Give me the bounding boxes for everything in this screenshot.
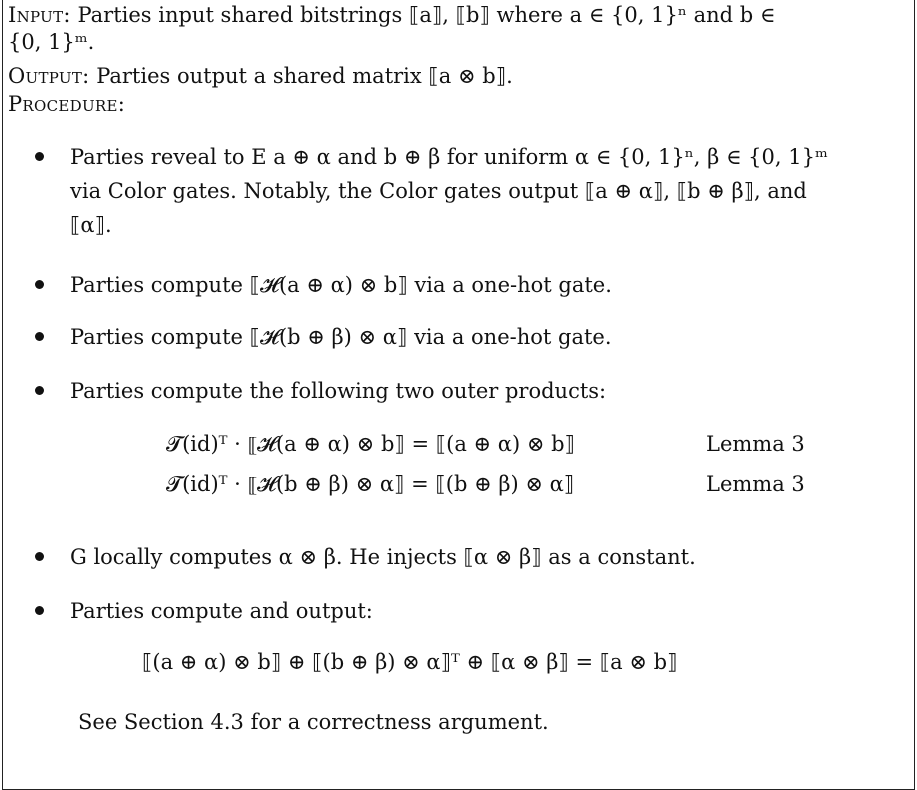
step-5: G locally computes α ⊗ β. He injects ⟦α … — [35, 540, 895, 574]
step-1: Parties reveal to E a ⊕ α and b ⊕ β for … — [35, 140, 895, 250]
step-4: Parties compute the following two outer … — [35, 374, 895, 408]
bullet-icon — [35, 606, 44, 615]
step-2-line-1: Parties compute ⟦𝓗(a ⊕ α) ⊗ b⟧ via a one… — [70, 273, 612, 297]
step-1-line-2: via Color gates. Notably, the Color gate… — [70, 179, 807, 203]
input-line: Input: Parties input shared bitstrings ⟦… — [8, 2, 775, 28]
step-2: Parties compute ⟦𝓗(a ⊕ α) ⊗ b⟧ via a one… — [35, 268, 895, 302]
bullet-icon — [35, 386, 44, 395]
input-text-1: Parties input shared bitstrings ⟦a⟧, ⟦b⟧… — [70, 3, 776, 27]
equation-2: 𝓣(id)ᵀ · ⟦𝓗(b ⊕ β) ⊗ α⟧ = ⟦(b ⊕ β) ⊗ α⟧ — [166, 472, 575, 496]
procedure-line: Procedure: — [8, 91, 125, 117]
procedure-label: Procedure: — [8, 92, 126, 116]
equation-1: 𝓣(id)ᵀ · ⟦𝓗(a ⊕ α) ⊗ b⟧ = ⟦(a ⊕ α) ⊗ b⟧ — [166, 432, 575, 456]
step-3: Parties compute ⟦𝓗(b ⊕ β) ⊗ α⟧ via a one… — [35, 320, 895, 354]
equation-2-ref: Lemma 3 — [706, 472, 805, 496]
step-5-line-1: G locally computes α ⊗ β. He injects ⟦α … — [70, 545, 696, 569]
bullet-icon — [35, 280, 44, 289]
bullet-icon — [35, 152, 44, 161]
footer-note: See Section 4.3 for a correctness argume… — [78, 710, 549, 734]
step-6: Parties compute and output: — [35, 594, 895, 628]
bullet-icon — [35, 332, 44, 341]
input-label: Input: — [8, 3, 71, 27]
final-equation: ⟦(a ⊕ α) ⊗ b⟧ ⊕ ⟦(b ⊕ β) ⊗ α⟧ᵀ ⊕ ⟦α ⊗ β⟧… — [142, 650, 678, 674]
step-6-line-1: Parties compute and output: — [70, 599, 373, 623]
input-line-2: {0, 1}ᵐ. — [8, 29, 94, 55]
step-1-line-1: Parties reveal to E a ⊕ α and b ⊕ β for … — [70, 145, 828, 169]
step-1-line-3: ⟦α⟧. — [70, 213, 112, 237]
output-line: Output: Parties output a shared matrix ⟦… — [8, 63, 513, 89]
bullet-icon — [35, 552, 44, 561]
step-4-line-1: Parties compute the following two outer … — [70, 379, 607, 403]
equation-1-ref: Lemma 3 — [706, 432, 805, 456]
output-text: Parties output a shared matrix ⟦a ⊗ b⟧. — [89, 64, 513, 88]
output-label: Output: — [8, 64, 90, 88]
step-3-line-1: Parties compute ⟦𝓗(b ⊕ β) ⊗ α⟧ via a one… — [70, 325, 612, 349]
input-text-2: {0, 1}ᵐ. — [8, 30, 95, 54]
